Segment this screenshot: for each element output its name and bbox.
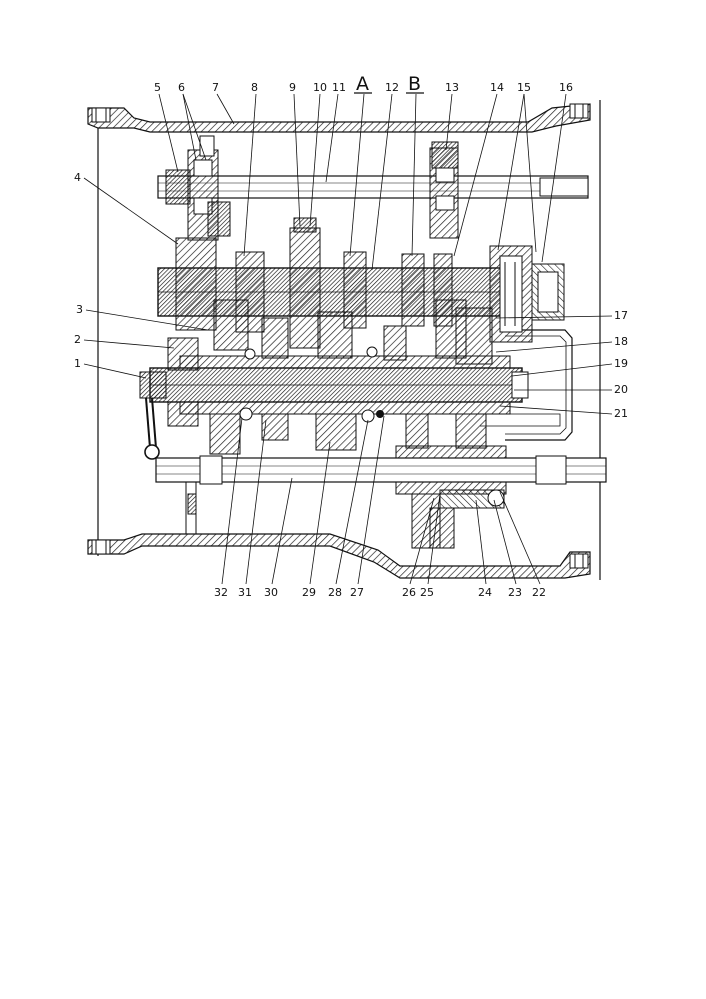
- callout-8: 8: [251, 81, 258, 94]
- callouts-bottom: 32 31 30 29 28 27 26 25 24 23 22: [214, 586, 546, 599]
- callout-4: 4: [74, 171, 81, 184]
- callout-1: 1: [74, 357, 81, 370]
- section-mark-a: A: [356, 73, 369, 95]
- housing: [87, 100, 601, 580]
- callout-13: 13: [445, 81, 459, 94]
- callout-12: 12: [385, 81, 399, 94]
- callout-10: 10: [313, 81, 327, 94]
- callout-2: 2: [74, 333, 81, 346]
- main-shaft: [157, 217, 565, 349]
- callout-17: 17: [614, 309, 628, 322]
- flange-bolt-tr: [569, 103, 589, 119]
- callout-30: 30: [264, 586, 278, 599]
- callout-6: 6: [178, 81, 185, 94]
- callouts-left: 4 3 2 1: [74, 171, 83, 370]
- section-marks: A B: [354, 73, 424, 95]
- callout-25: 25: [420, 586, 434, 599]
- callout-31: 31: [238, 586, 252, 599]
- input-shaft: [139, 337, 529, 460]
- callout-20: 20: [614, 383, 628, 396]
- callout-29: 29: [302, 586, 316, 599]
- callout-9: 9: [289, 81, 296, 94]
- callout-19: 19: [614, 357, 628, 370]
- flange-bolt-br: [569, 553, 589, 569]
- callout-11: 11: [332, 81, 346, 94]
- callouts-right: 17 18 19 20 21: [614, 309, 628, 420]
- callout-16: 16: [559, 81, 573, 94]
- upper-aux-shaft: [157, 135, 589, 241]
- callout-24: 24: [478, 586, 492, 599]
- callout-21: 21: [614, 407, 628, 420]
- section-mark-b: B: [408, 73, 421, 95]
- callout-26: 26: [402, 586, 416, 599]
- callout-3: 3: [76, 303, 83, 316]
- flange-bolt-bl: [91, 539, 111, 555]
- callout-7: 7: [212, 81, 219, 94]
- callout-15: 15: [517, 81, 531, 94]
- callout-27: 27: [350, 586, 364, 599]
- callout-14: 14: [490, 81, 504, 94]
- callout-5: 5: [154, 81, 161, 94]
- leader-lines: [83, 93, 613, 585]
- callout-23: 23: [508, 586, 522, 599]
- callout-28: 28: [328, 586, 342, 599]
- flange-bolt-tl: [91, 107, 111, 123]
- callout-22: 22: [532, 586, 546, 599]
- callout-18: 18: [614, 335, 628, 348]
- gear-train: [175, 237, 493, 365]
- callouts-top: 5 6 7 8 9 10 11 12 13 14 15 16: [154, 81, 573, 94]
- callout-32: 32: [214, 586, 228, 599]
